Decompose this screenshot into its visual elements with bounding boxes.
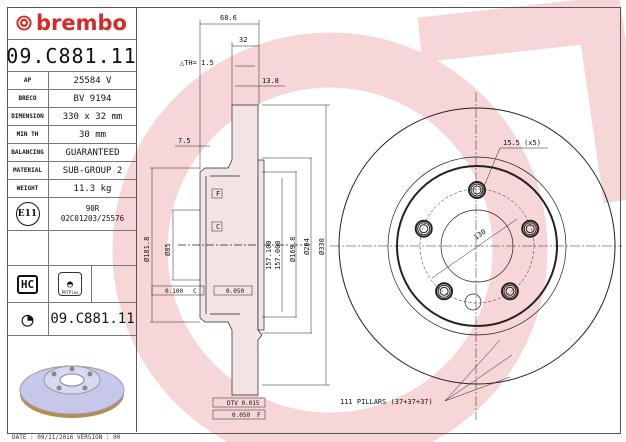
section-view [178, 104, 310, 396]
bolt-hole [521, 219, 540, 238]
disc-pad-icon: ◔ [7, 303, 49, 335]
disc-render [19, 365, 125, 418]
spec-row-ap: AP 25584 V [7, 72, 136, 90]
homologation-code: 90R [85, 204, 100, 213]
part-number-bottom: 09.C881.11 [50, 311, 135, 327]
bolt-hole [468, 181, 486, 199]
svg-text:0.100: 0.100 [165, 288, 183, 295]
bolt-hole [414, 219, 433, 238]
bolt-hole [419, 224, 429, 234]
svg-text:7.5: 7.5 [178, 137, 191, 145]
brand-logo: ⦾brembo [7, 7, 136, 40]
svg-text:F: F [216, 190, 220, 198]
bolt-hole [523, 222, 537, 236]
homologation-number: 02C01203/25576 [60, 214, 125, 223]
spec-label: BALANCING [7, 144, 49, 161]
part-number: 09.C881.11 [6, 40, 136, 72]
spec-label: BRECO [7, 90, 49, 107]
svg-text:0.050: 0.050 [226, 288, 244, 295]
pvt-plus-badge: ◓PVTPlus [58, 272, 82, 296]
spec-row-breco: BRECO BV 9194 [7, 90, 136, 108]
spec-row-min-th: MIN TH 30 mm [7, 126, 136, 144]
svg-text:Ø169.8: Ø169.8 [289, 237, 297, 262]
sheet-frame [7, 7, 621, 434]
part-number-row: ◔ 09.C881.11 [7, 303, 136, 336]
svg-text:F: F [257, 412, 261, 419]
svg-text:157.000: 157.000 [274, 240, 282, 270]
bolt-hole [500, 282, 519, 301]
svg-text:Ø181.8: Ø181.8 [143, 237, 151, 262]
spec-table: ⦾brembo 09.C881.11 AP 25584 V BRECO BV 9194… [6, 7, 137, 432]
svg-text:DTV 0.015: DTV 0.015 [227, 400, 260, 407]
spec-label: AP [7, 72, 49, 89]
spec-label: MIN TH [7, 126, 49, 143]
bolt-hole [417, 222, 431, 236]
e11-mark-icon: E11 [7, 198, 49, 230]
spec-value: 11.3 kg [73, 183, 112, 194]
spec-row-balancing: BALANCING GUARANTEED [7, 144, 136, 162]
spec-value: SUB-GROUP 2 [62, 165, 123, 176]
bolt-hole [525, 224, 535, 234]
bolt-hole [472, 185, 482, 195]
svg-text:0.050: 0.050 [232, 412, 250, 419]
svg-text:C: C [216, 223, 220, 231]
bolt-hole [470, 183, 484, 197]
svg-text:15.5 (x5): 15.5 (x5) [503, 139, 541, 147]
spec-label: DIMENSION [7, 108, 49, 125]
spec-value: 25584 V [73, 75, 112, 86]
spec-label: WEIGHT [7, 180, 49, 197]
spec-value: GUARANTEED [65, 147, 120, 158]
svg-text:△TH= 1.5: △TH= 1.5 [180, 59, 214, 67]
svg-text:Ø330: Ø330 [318, 238, 326, 255]
svg-text:111 PILLARS (37+37+37): 111 PILLARS (37+37+37) [340, 398, 433, 406]
svg-text:Ø204: Ø204 [303, 238, 311, 255]
svg-text:Ø85: Ø85 [164, 243, 172, 256]
footer-date-version: DATE : 09/11/2016 VERSION : 00 [12, 434, 121, 441]
svg-text:130: 130 [473, 228, 488, 242]
brembo-logo-icon: ⦾ [16, 11, 32, 35]
bolt-hole [435, 282, 454, 301]
spec-value: 330 x 32 mm [62, 111, 123, 122]
bolt-hole [503, 284, 517, 298]
spec-value: BV 9194 [73, 93, 112, 104]
svg-text:68.6: 68.6 [220, 14, 237, 22]
bolt-hole [439, 286, 449, 296]
spec-label: MATERIAL [7, 162, 49, 179]
svg-text:13.8: 13.8 [262, 77, 279, 85]
badge-row: HC ◓PVTPlus [7, 266, 136, 303]
blank-row [7, 231, 136, 266]
bolt-hole [505, 286, 515, 296]
spec-row-weight: WEIGHT 11.3 kg [7, 180, 136, 198]
front-view [330, 92, 622, 420]
hc-badge: HC [16, 274, 39, 294]
bolt-hole [437, 284, 451, 298]
spec-value: 30 mm [78, 129, 107, 140]
spec-row-material: MATERIAL SUB-GROUP 2 [7, 162, 136, 180]
spec-row-dimension: DIMENSION 330 x 32 mm [7, 108, 136, 126]
svg-text:C: C [193, 288, 197, 295]
svg-text:157.100: 157.100 [265, 240, 273, 270]
svg-text:32: 32 [239, 36, 247, 44]
